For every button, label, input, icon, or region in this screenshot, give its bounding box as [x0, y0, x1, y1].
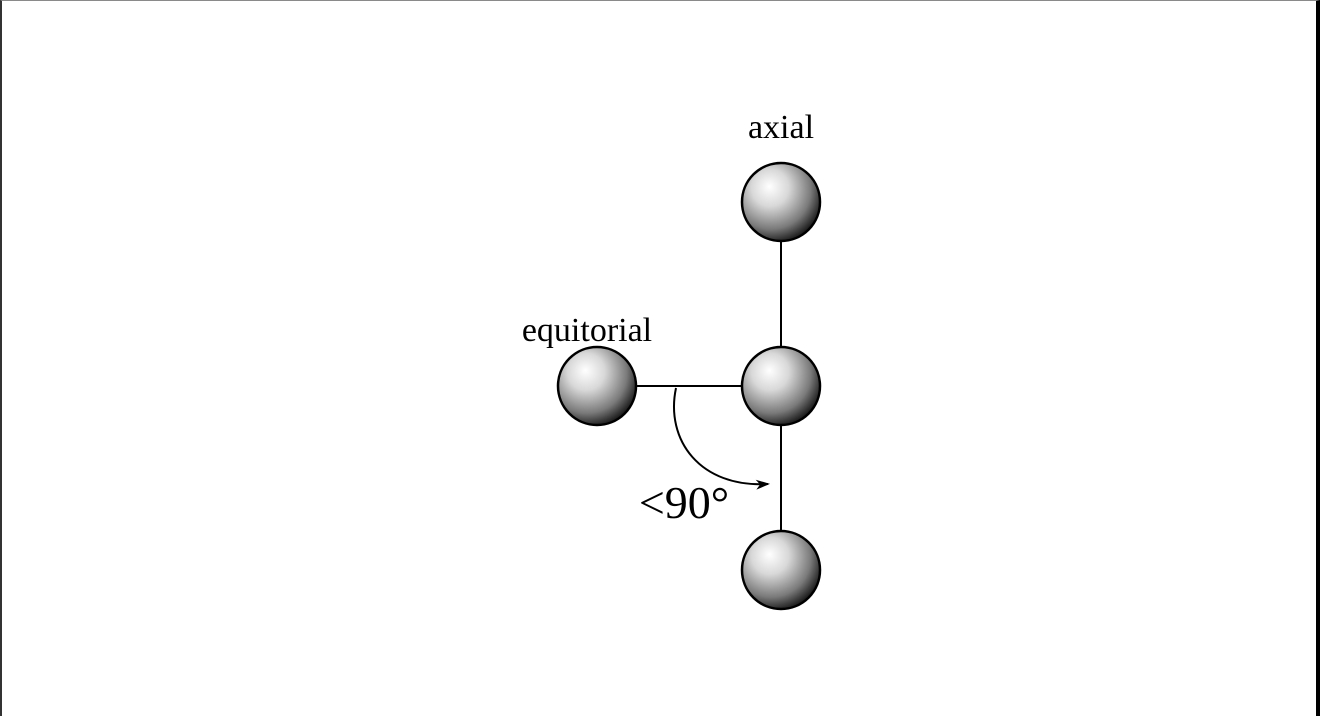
angle-arc-arrow — [673, 387, 770, 490]
equatorial-label: equitorial — [522, 312, 652, 349]
atom-axial-bottom — [740, 529, 822, 611]
axial-label: axial — [748, 109, 814, 146]
atom-axial-top — [740, 161, 822, 243]
atom-center — [740, 345, 822, 427]
angle-label: <90° — [639, 477, 729, 528]
atom-equatorial — [556, 345, 638, 427]
